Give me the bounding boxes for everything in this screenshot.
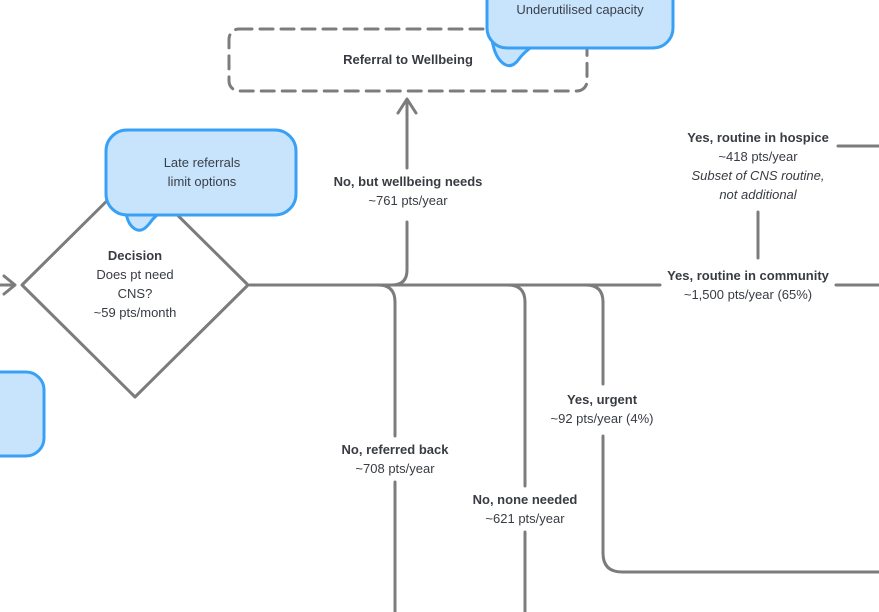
decision-diamond-shape[interactable] — [20, 171, 250, 399]
connector-referred-back-upper — [376, 283, 397, 438]
decision-title: Decision — [107, 248, 163, 263]
wellbeing-dashed-box-shape[interactable] — [227, 27, 589, 93]
callout-late-referrals-shape[interactable] — [104, 128, 298, 217]
branch-label-none-needed[interactable]: No, none needed ~621 pts/year — [467, 490, 583, 528]
decision-volume: ~59 pts/month — [93, 305, 177, 320]
callout-late-referrals-line2: limit options — [167, 174, 237, 189]
branch-label-urgent[interactable]: Yes, urgent ~92 pts/year (4%) — [545, 390, 659, 428]
branch-referred-back-title: No, referred back — [341, 442, 449, 457]
branch-none-needed-value: ~621 pts/year — [485, 511, 565, 526]
decision-question-line2: CNS? — [117, 286, 153, 301]
wellbeing-box-label[interactable]: Referral to Wellbeing — [343, 52, 473, 67]
branch-urgent-title: Yes, urgent — [566, 392, 638, 407]
branch-hospice-note-line2: not additional — [719, 187, 797, 202]
callout-underutilised-line1: Underutilised capacity — [516, 2, 644, 17]
connector-urgent-upper — [584, 283, 605, 386]
entry-arrowhead-icon — [2, 274, 17, 296]
up-arrowhead-icon — [396, 97, 418, 115]
branch-urgent-value: ~92 pts/year (4%) — [550, 411, 654, 426]
callout-late-referrals-line1: Late referrals — [163, 155, 241, 170]
branch-hospice-note-line1: Subset of CNS routine, — [691, 168, 825, 183]
branch-community-value: ~1,500 pts/year (65%) — [683, 287, 813, 302]
connector-urgent-lower — [601, 434, 879, 574]
decision-node-label[interactable]: Decision Does pt need CNS? ~59 pts/month — [89, 246, 182, 322]
branch-none-needed-title: No, none needed — [472, 492, 578, 507]
callout-late-referrals-text[interactable]: Late referrals limit options — [164, 153, 241, 191]
branch-label-hospice[interactable]: Yes, routine in hospice ~418 pts/year Su… — [682, 128, 834, 204]
branch-wellbeing-value: ~761 pts/year — [368, 193, 448, 208]
branch-community-title: Yes, routine in community — [667, 268, 829, 283]
callout-underutilised-shape[interactable] — [485, 0, 675, 50]
branch-referred-back-value: ~708 pts/year — [355, 461, 435, 476]
connector-none-needed-upper — [506, 283, 527, 488]
decision-question-line1: Does pt need — [96, 267, 174, 282]
connector-wellbeing-lower — [390, 220, 409, 287]
branch-label-community[interactable]: Yes, routine in community ~1,500 pts/yea… — [662, 266, 834, 304]
branch-hospice-value: ~418 pts/year — [718, 149, 798, 164]
side-note-shape[interactable] — [0, 370, 46, 458]
branch-label-wellbeing[interactable]: No, but wellbeing needs ~761 pts/year — [328, 172, 488, 210]
branch-hospice-title: Yes, routine in hospice — [687, 130, 829, 145]
branch-wellbeing-title: No, but wellbeing needs — [333, 174, 483, 189]
callout-underutilised-text[interactable]: Underutilised capacity — [516, 0, 643, 19]
branch-label-referred-back[interactable]: No, referred back ~708 pts/year — [336, 440, 454, 478]
